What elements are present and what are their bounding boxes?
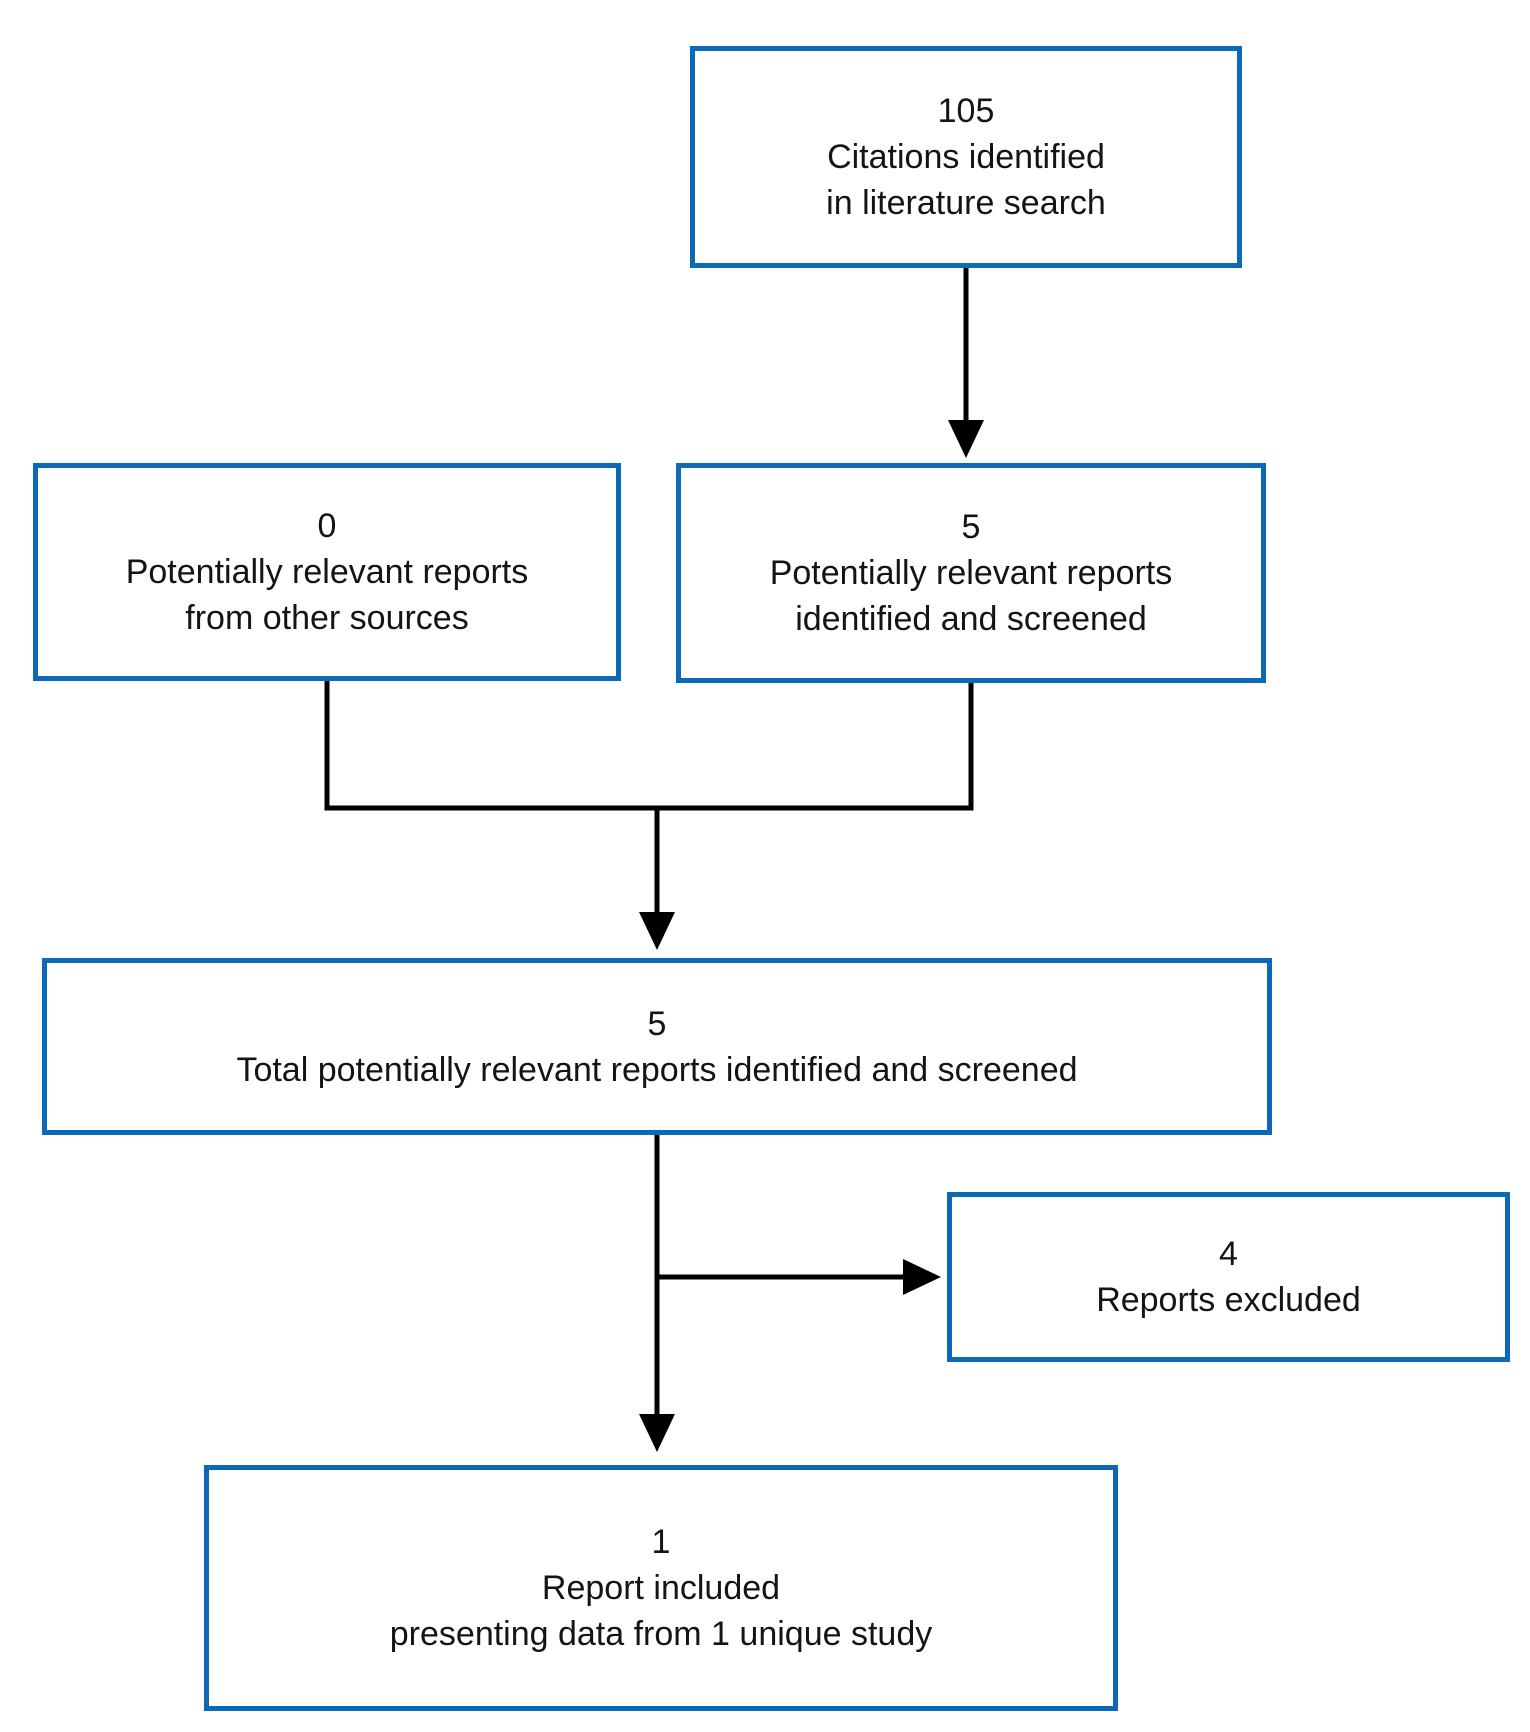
excluded-label-line1: Reports excluded xyxy=(1096,1281,1361,1319)
screened-count: 5 xyxy=(961,508,981,546)
citations-count: 105 xyxy=(937,92,995,130)
box-other-sources-text: 0 Potentially relevant reports from othe… xyxy=(126,503,529,641)
citations-label-line1: Citations identified xyxy=(827,138,1105,176)
box-reports-excluded: 4 Reports excluded xyxy=(947,1192,1510,1362)
arrow-citations-to-screened xyxy=(948,268,984,458)
box-total-screened-text: 5 Total potentially relevant reports ide… xyxy=(236,1001,1077,1093)
screened-label-line2: identified and screened xyxy=(795,600,1147,638)
excluded-count: 4 xyxy=(1219,1235,1238,1273)
screened-label-line1: Potentially relevant reports xyxy=(769,554,1173,592)
included-count: 1 xyxy=(651,1523,671,1561)
box-citations-text: 105 Citations identified in literature s… xyxy=(826,88,1106,226)
included-label-line2: presenting data from 1 unique study xyxy=(389,1615,933,1653)
box-report-included: 1 Report included presenting data from 1… xyxy=(204,1465,1118,1711)
included-label-line1: Report included xyxy=(541,1569,781,1607)
connector-merge-bracket xyxy=(324,681,974,811)
arrow-total-to-included xyxy=(639,1135,675,1452)
box-total-screened: 5 Total potentially relevant reports ide… xyxy=(42,958,1272,1135)
box-identified-screened: 5 Potentially relevant reports identifie… xyxy=(676,463,1266,683)
total-count: 5 xyxy=(647,1004,667,1043)
arrow-merge-to-total xyxy=(639,806,675,950)
box-reports-excluded-text: 4 Reports excluded xyxy=(1096,1231,1361,1323)
other-sources-count: 0 xyxy=(317,507,337,545)
citations-label-line2: in literature search xyxy=(826,184,1106,222)
other-sources-label-line2: from other sources xyxy=(185,599,469,637)
total-label-line1: Total potentially relevant reports ident… xyxy=(236,1050,1078,1089)
arrow-branch-to-excluded xyxy=(657,1259,941,1295)
other-sources-label-line1: Potentially relevant reports xyxy=(125,553,529,591)
box-citations-identified: 105 Citations identified in literature s… xyxy=(690,46,1242,268)
box-report-included-text: 1 Report included presenting data from 1… xyxy=(390,1519,932,1657)
box-other-sources: 0 Potentially relevant reports from othe… xyxy=(33,463,621,681)
box-identified-screened-text: 5 Potentially relevant reports identifie… xyxy=(770,504,1173,642)
